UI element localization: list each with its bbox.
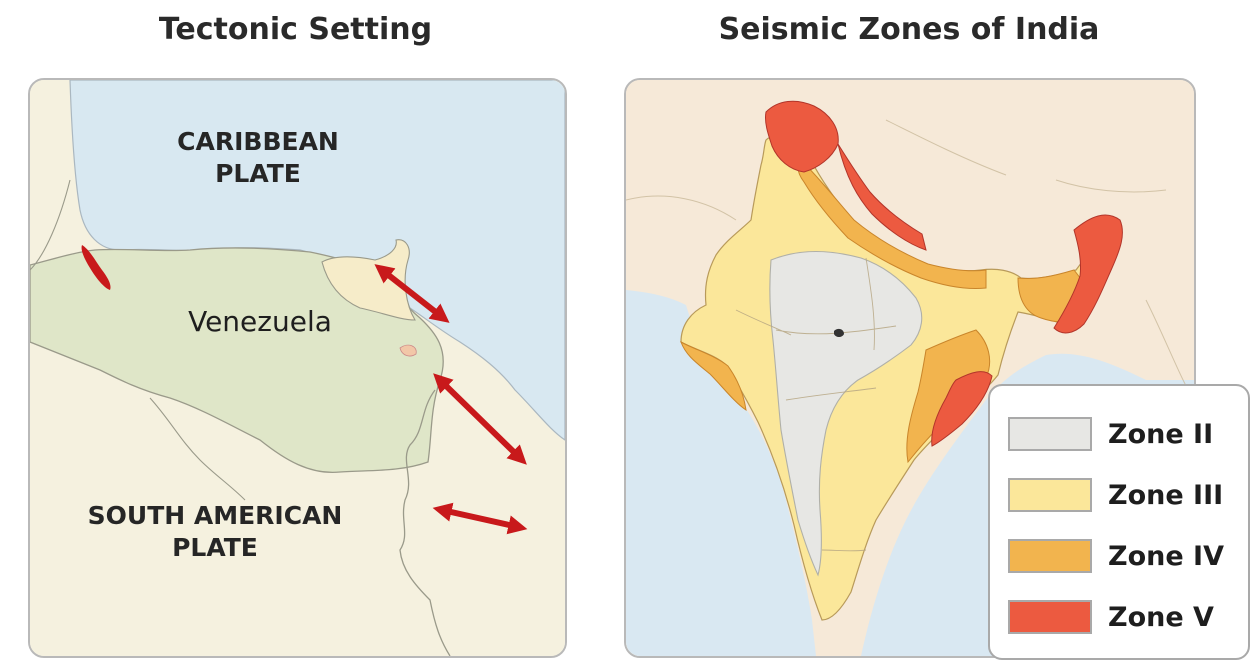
plate-arrow-1 <box>374 264 450 323</box>
legend-label: Zone III <box>1108 479 1224 511</box>
brazil-border <box>149 397 246 501</box>
zone-ii-region <box>769 250 923 577</box>
zone-v-northeast <box>1053 214 1123 334</box>
legend-label: Zone IV <box>1108 540 1225 572</box>
legend-label: Zone V <box>1108 601 1214 633</box>
legend-swatch <box>1008 417 1092 451</box>
legend-swatch <box>1008 539 1092 573</box>
fault-mark <box>81 245 111 290</box>
legend-item-zone-iv: Zone IV <box>1008 536 1224 576</box>
city-marker <box>834 328 844 337</box>
island-small <box>399 344 417 357</box>
plate-arrow-2 <box>433 373 527 465</box>
arabian-sea <box>626 290 816 656</box>
zone-v-east <box>931 371 993 447</box>
zone-iv-west <box>680 340 747 412</box>
caribbean-plate-label: CARIBBEAN PLATE <box>177 127 339 188</box>
legend-swatch <box>1008 600 1092 634</box>
legend-swatch <box>1008 478 1092 512</box>
seismic-zone-legend: Zone II Zone III Zone IV Zone V <box>988 384 1250 660</box>
tectonic-setting-title: Tectonic Setting <box>158 12 433 47</box>
neighbor-borders <box>626 119 1194 401</box>
legend-item-zone-iii: Zone III <box>1008 475 1223 515</box>
legend-item-zone-ii: Zone II <box>1008 414 1213 454</box>
tectonic-map <box>30 80 565 656</box>
legend-item-zone-v: Zone V <box>1008 597 1214 637</box>
south-american-plate-label: SOUTH AMERICAN PLATE <box>87 501 343 562</box>
zone-v-kashmir <box>765 100 839 173</box>
zone-v-himalaya <box>837 143 927 251</box>
plate-arrow-3 <box>432 502 528 535</box>
tectonic-map-panel: CARIBBEAN PLATE Venezuela SOUTH AMERICAN… <box>28 78 567 658</box>
venezuela-label: Venezuela <box>188 305 332 338</box>
colombia-border <box>30 179 71 271</box>
zone-iv-himalaya <box>797 159 987 289</box>
seismic-zones-title: Seismic Zones of India <box>718 12 1100 47</box>
guyana-border <box>399 389 451 656</box>
legend-label: Zone II <box>1108 418 1214 450</box>
